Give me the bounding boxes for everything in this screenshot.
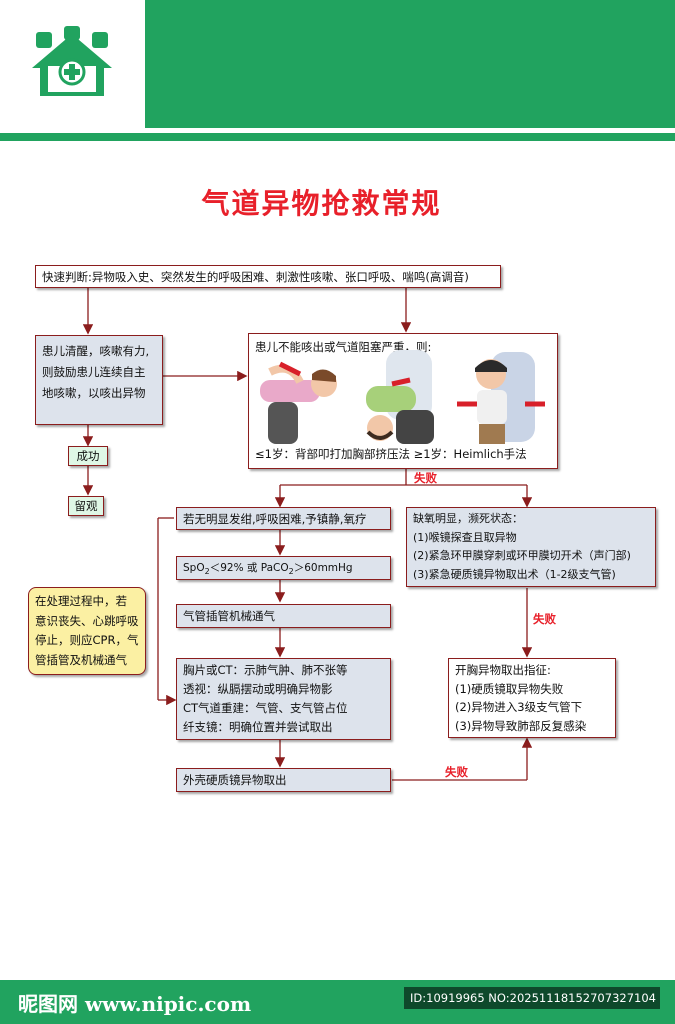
thoracotomy-box: 开胸异物取出指征: (1)硬质镜取异物失败 (2)异物进入3级支气管下 (3)异… bbox=[448, 658, 616, 738]
conscious-line: 地咳嗽，以咳出异物 bbox=[42, 386, 146, 400]
fail-label-3: 失败 bbox=[445, 765, 468, 779]
chest-thrust-illustration-icon bbox=[366, 350, 434, 444]
intubation-box: 气管插管机械通气 bbox=[176, 604, 391, 628]
hypoxia-line: (3)紧急硬质镜异物取出术（1-2级支气管) bbox=[413, 567, 616, 581]
hypoxia-line: 缺氧明显，濒死状态： bbox=[413, 512, 523, 525]
spo2-box: SpO2＜92% 或 PaCO2＞60mmHg bbox=[176, 556, 391, 580]
observe-box: 留观 bbox=[68, 496, 104, 516]
cpr-note-box: 在处理过程中，若 意识丧失、心跳呼吸 停止，则应CPR，气 管插管及机械通气 bbox=[28, 587, 146, 675]
cpr-note-line: 在处理过程中，若 bbox=[35, 594, 127, 608]
conscious-line: 则鼓励患儿连续自主 bbox=[42, 365, 146, 379]
conscious-line: 患儿清醒，咳嗽有力, bbox=[42, 344, 150, 358]
success-box: 成功 bbox=[68, 446, 108, 466]
imaging-line: 胸片或CT：示肺气肿、肺不张等 bbox=[183, 663, 348, 677]
hypoxia-line: (2)紧急环甲膜穿刺或环甲膜切开术（声门部) bbox=[413, 549, 631, 562]
no-cyanosis-text: 若无明显发绀,呼吸困难,予镇静,氧疗 bbox=[183, 512, 367, 526]
header-banner bbox=[145, 0, 675, 128]
imaging-box: 胸片或CT：示肺气肿、肺不张等 透视：纵膈摆动或明确异物影 CT气道重建：气管、… bbox=[176, 658, 391, 740]
heimlich-illustration-icon bbox=[457, 352, 545, 444]
cpr-note-line: 停止，则应CPR，气 bbox=[35, 633, 139, 647]
rigid-scope-text: 外壳硬质镜异物取出 bbox=[183, 773, 287, 787]
conscious-box: 患儿清醒，咳嗽有力, 则鼓励患儿连续自主 地咳嗽，以咳出异物 bbox=[35, 335, 163, 425]
imaging-line: 透视：纵膈摆动或明确异物影 bbox=[183, 682, 333, 696]
thoracotomy-line: (1)硬质镜取异物失败 bbox=[455, 681, 564, 696]
hypoxia-box: 缺氧明显，濒死状态： (1)喉镜探查且取异物 (2)紧急环甲膜穿刺或环甲膜切开术… bbox=[406, 507, 656, 587]
spo2-part: ＞60mmHg bbox=[293, 562, 353, 574]
thoracotomy-line: (3)异物导致肺部反复感染 bbox=[455, 718, 587, 733]
success-label: 成功 bbox=[76, 449, 100, 463]
footer-watermark: 昵图网 www.nipic.com bbox=[18, 992, 252, 1016]
assessment-text: 快速判断:异物吸入史、突然发生的呼吸困难、刺激性咳嗽、张口呼吸、喘鸣(高调音) bbox=[42, 270, 469, 284]
thoracotomy-line: (2)异物进入3级支气管下 bbox=[455, 700, 583, 714]
hypoxia-line: (1)喉镜探查且取异物 bbox=[413, 530, 517, 544]
imaging-line: 纤支镜：明确位置并尝试取出 bbox=[183, 720, 333, 734]
imaging-line: CT气道重建：气管、支气管占位 bbox=[183, 701, 348, 715]
paco2-sub: 2 bbox=[288, 567, 294, 577]
severe-title: 患儿不能咳出或气道阻塞严重，则: bbox=[255, 340, 432, 354]
spo2-part: ＜92% 或 PaCO bbox=[209, 562, 289, 574]
observe-label: 留观 bbox=[74, 499, 98, 513]
fail-label-1: 失败 bbox=[414, 471, 437, 485]
footer-id: ID:10919965 NO:20251118152707327104 bbox=[404, 987, 660, 1009]
thoracotomy-line: 开胸异物取出指征: bbox=[455, 663, 551, 677]
flow-connectors bbox=[82, 287, 533, 781]
no-cyanosis-box: 若无明显发绀,呼吸困难,予镇静,氧疗 bbox=[176, 507, 391, 530]
assessment-box: 快速判断:异物吸入史、突然发生的呼吸困难、刺激性咳嗽、张口呼吸、喘鸣(高调音) bbox=[35, 265, 501, 288]
spo2-sub: 2 bbox=[204, 567, 210, 577]
back-blow-illustration-icon bbox=[260, 361, 337, 444]
fail-label-2: 失败 bbox=[533, 612, 556, 626]
severe-caption: ≤1岁：背部叩打加胸部挤压法 ≥1岁：Heimlich手法 bbox=[255, 447, 527, 461]
header-divider bbox=[0, 133, 675, 141]
rigid-scope-box: 外壳硬质镜异物取出 bbox=[176, 768, 391, 792]
cpr-note-line: 意识丧失、心跳呼吸 bbox=[35, 613, 139, 628]
hospital-house-icon bbox=[26, 26, 118, 98]
spo2-part: SpO bbox=[183, 562, 205, 574]
intubation-text: 气管插管机械通气 bbox=[183, 609, 275, 623]
cpr-note-line: 管插管及机械通气 bbox=[35, 652, 127, 667]
page-title: 气道异物抢救常规 bbox=[201, 187, 442, 220]
